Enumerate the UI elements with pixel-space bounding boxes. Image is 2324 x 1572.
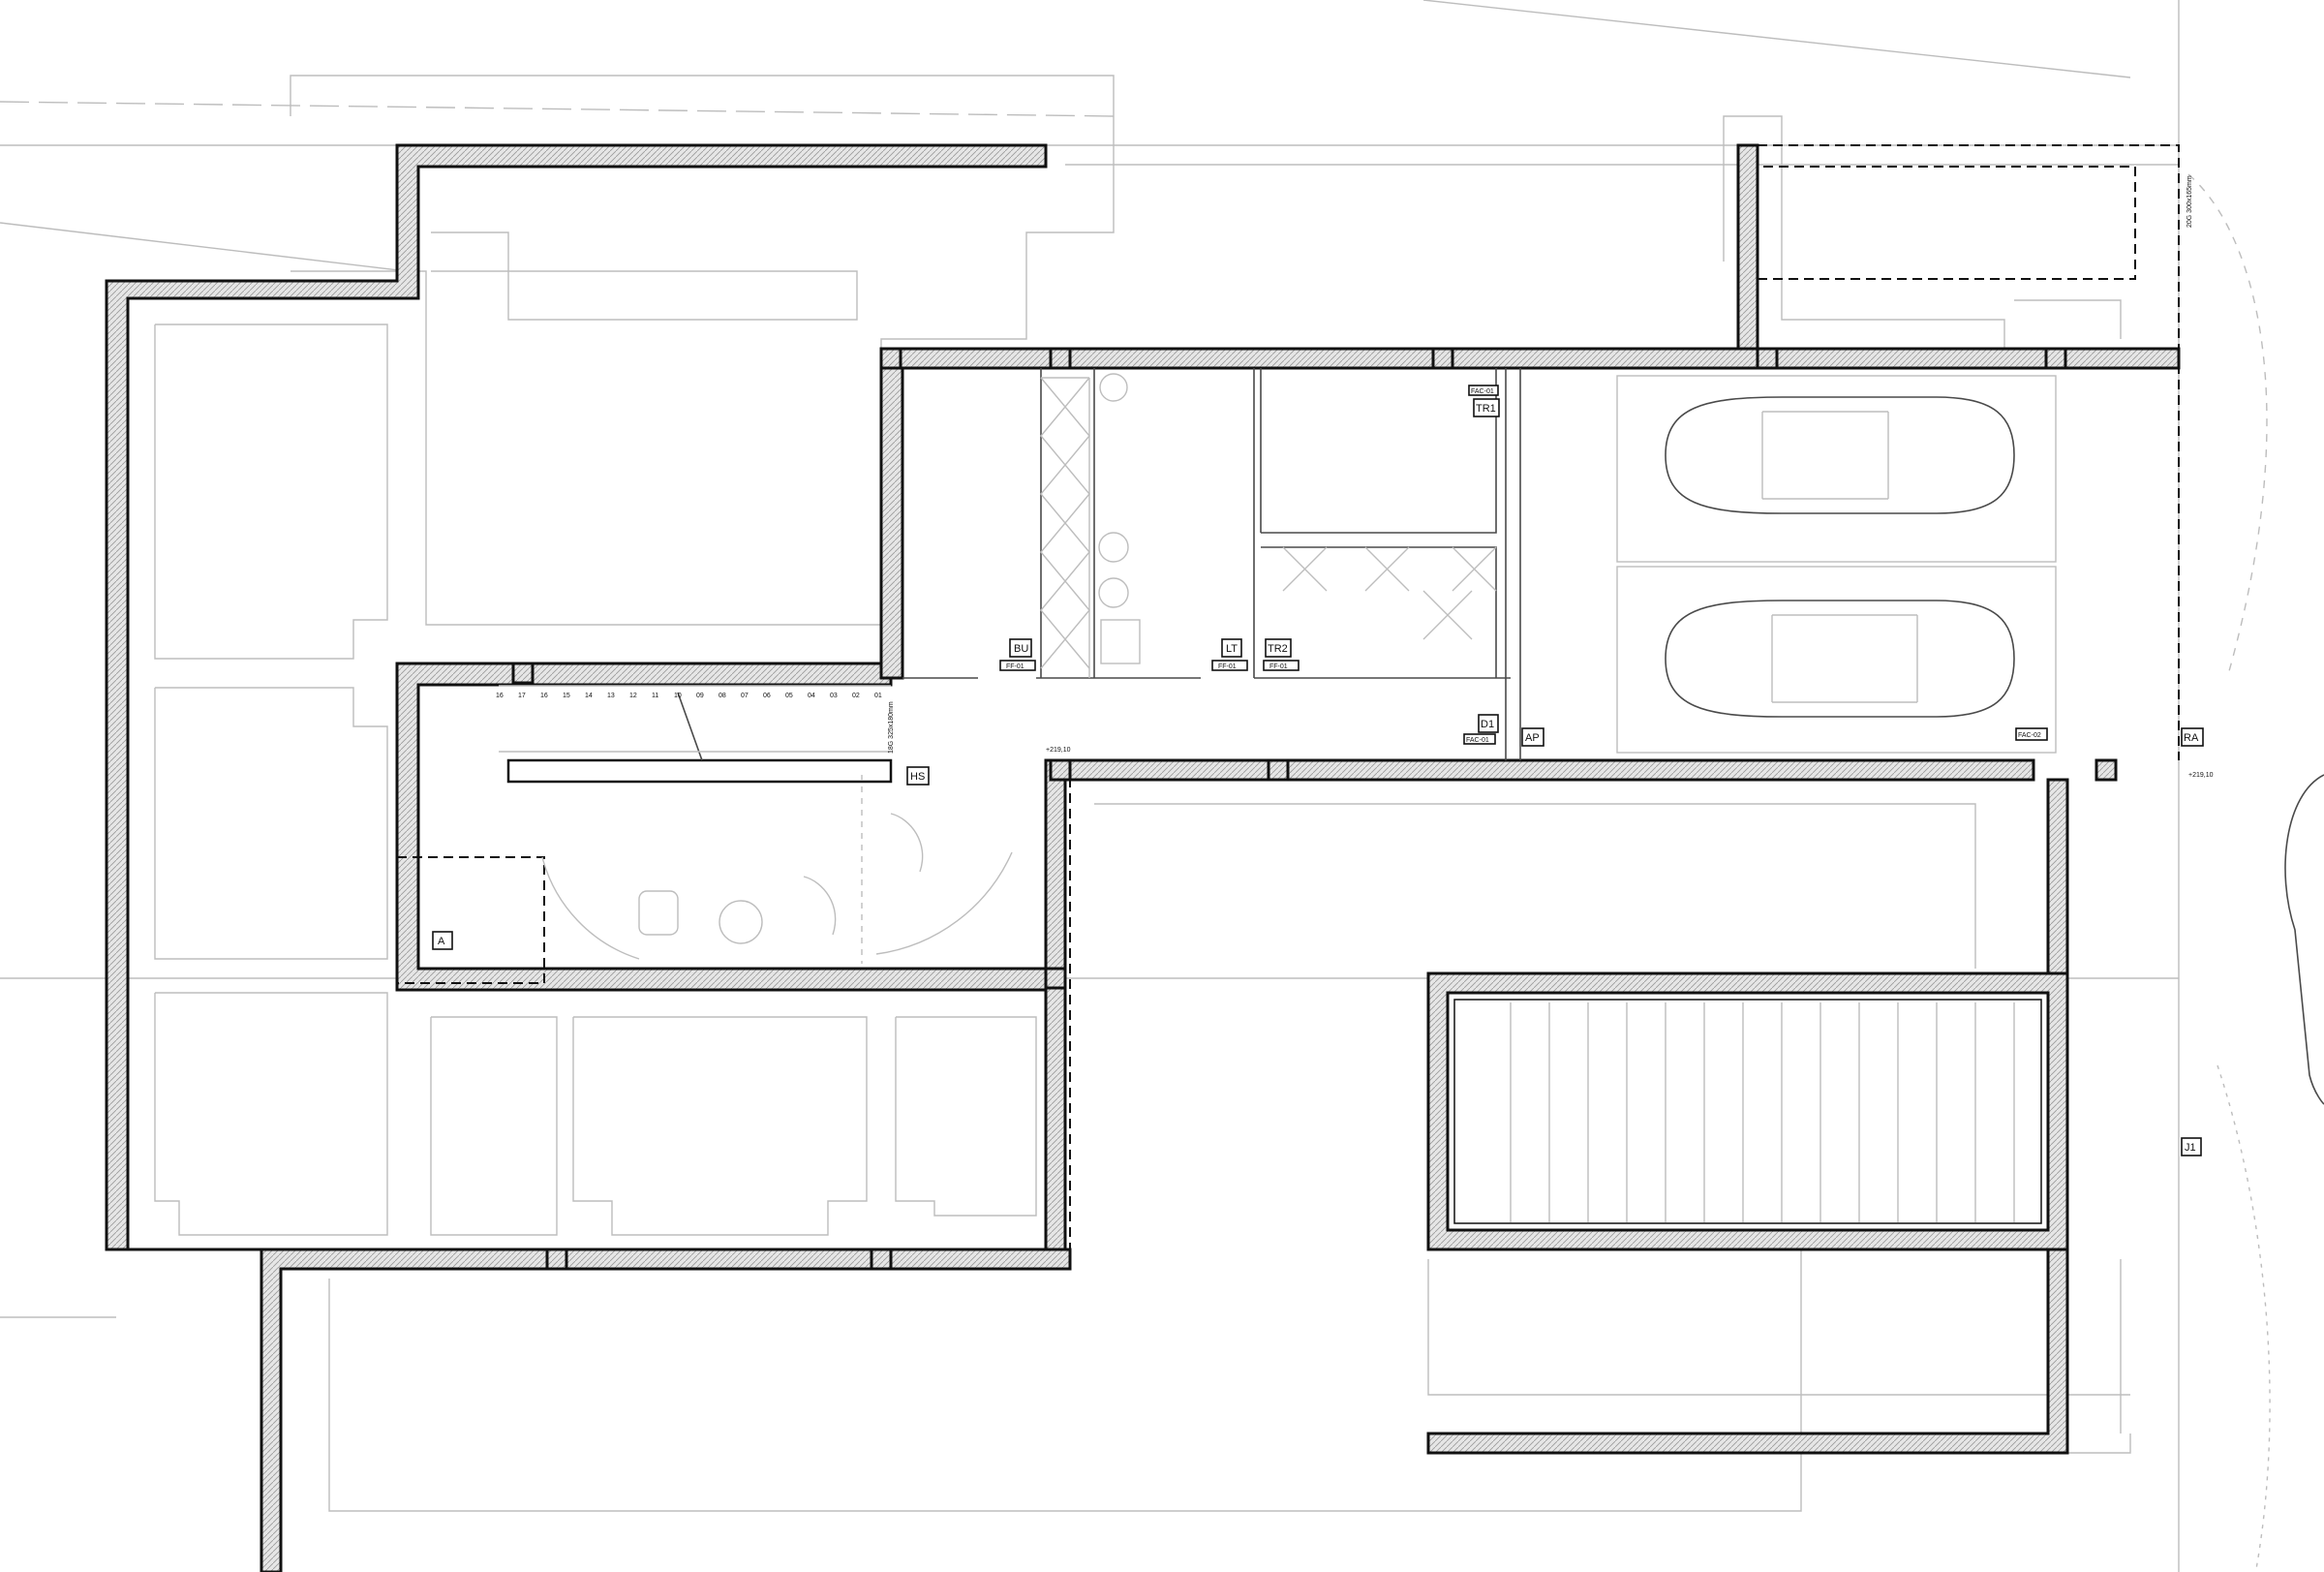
room-tag-d1: D1 <box>1481 719 1494 730</box>
stair-spec-label: 18G 325x180mm <box>888 701 895 754</box>
fixture-tag-fac01-top: FAC-01 <box>1471 388 1494 395</box>
step-number: 11 <box>652 693 658 699</box>
step-number: 16 <box>540 693 548 699</box>
fixture-tags: FAC-01 FAC-01 FAC-02 FF-01 FF-01 FF-01 <box>999 385 2048 745</box>
street-car <box>2284 774 2324 1105</box>
lobby-furniture <box>541 775 1013 964</box>
step-number: 08 <box>719 693 726 699</box>
step-number: 13 <box>607 693 615 699</box>
dimension-labels: 18G 325x180mm 20G 300x165mm <box>888 175 2193 754</box>
ramp-top-wall <box>1736 143 1759 351</box>
step-number: 07 <box>741 693 749 699</box>
level-stair-top: +219,10 <box>1046 747 1071 754</box>
step-number: 15 <box>563 693 570 699</box>
ramp-stripes <box>1510 1002 2015 1222</box>
service-rooms <box>902 368 1521 760</box>
level-markers: +219,10 +219,10 <box>1046 747 2214 779</box>
step-number: 02 <box>852 693 860 699</box>
step-number: 12 <box>629 693 637 699</box>
room-tag-j1: J1 <box>2185 1142 2196 1154</box>
room-tag-tr1: TR1 <box>1476 403 1496 415</box>
room-tag-tr2: TR2 <box>1268 643 1288 655</box>
columns <box>511 347 2118 1271</box>
stair <box>499 685 893 784</box>
room-tag-lt: LT <box>1226 643 1238 655</box>
stair-step-numbers: 16 17 16 15 14 13 12 11 10 09 08 07 06 0… <box>496 693 882 699</box>
fixture-tag-fac01-bottom: FAC-01 <box>1466 737 1489 744</box>
step-number: 10 <box>674 693 682 699</box>
step-number: 09 <box>696 693 704 699</box>
garage-right-wall <box>1426 778 2069 1455</box>
step-number: 06 <box>763 693 771 699</box>
room-tag-ra: RA <box>2184 732 2199 744</box>
car-bottom <box>1665 600 2015 718</box>
step-number: 04 <box>808 693 815 699</box>
service-block-wall <box>879 347 2181 680</box>
fixture-tag-ff01-lt: FF-01 <box>1218 663 1237 670</box>
fixture-tag-ff01-bu: FF-01 <box>1006 663 1024 670</box>
room-tag-hs: HS <box>910 771 925 783</box>
fixture-tag-ff01-tr2: FF-01 <box>1269 663 1288 670</box>
room-tag-ap: AP <box>1525 732 1540 744</box>
level-right-edge: +219,10 <box>2188 772 2214 779</box>
garage <box>1616 375 2324 1105</box>
room-tags: BU LT TR1 TR2 D1 AP HS A RA J1 <box>432 398 2204 1156</box>
step-number: 16 <box>496 693 504 699</box>
step-number: 01 <box>874 693 882 699</box>
step-number: 03 <box>830 693 838 699</box>
fixture-tag-fac02: FAC-02 <box>2018 732 2041 739</box>
dashed-outlines <box>281 144 2180 1270</box>
ramp-spec-label: 20G 300x165mm <box>2186 175 2193 228</box>
stair-hall-top-wall <box>395 662 1048 992</box>
outer-wall-left <box>105 143 1072 1572</box>
room-tag-bu: BU <box>1014 643 1028 655</box>
step-number: 05 <box>785 693 793 699</box>
room-tag-a: A <box>438 936 445 947</box>
car-top <box>1665 396 2015 514</box>
step-number: 14 <box>585 693 593 699</box>
structural-walls <box>105 143 2181 1572</box>
site-context-lines <box>0 0 2271 1572</box>
left-wing-rooms <box>154 231 1037 1236</box>
step-number: 17 <box>518 693 526 699</box>
